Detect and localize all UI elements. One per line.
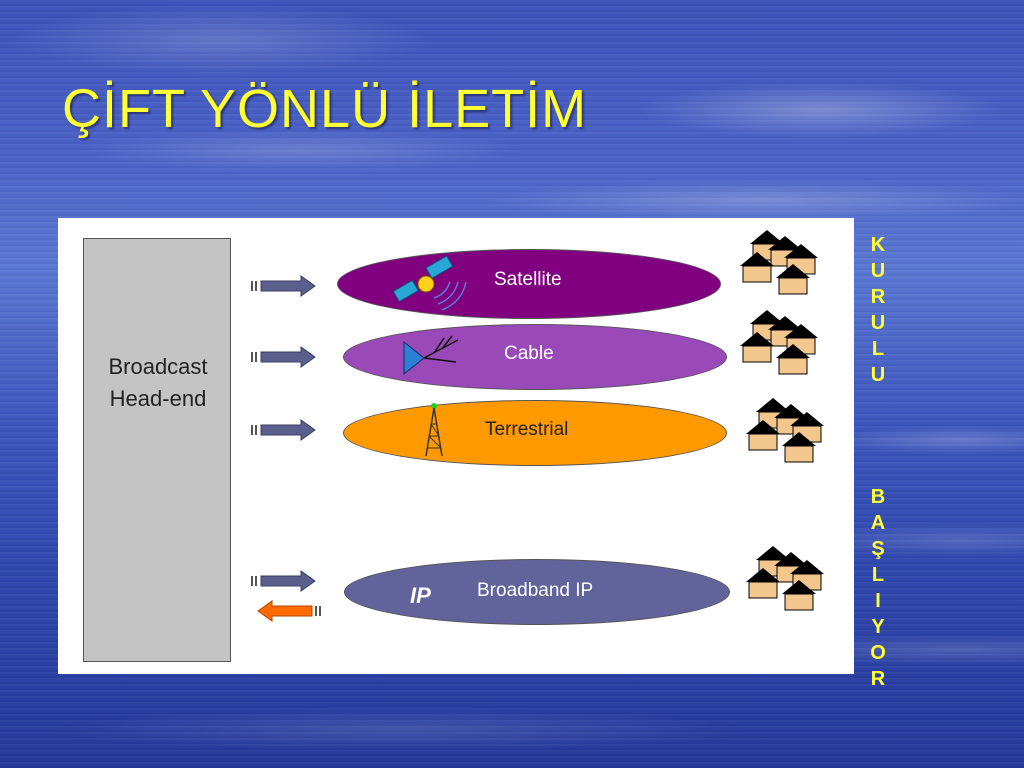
satellite-icon xyxy=(392,255,467,311)
diagram-graphics xyxy=(250,218,854,622)
letter: A xyxy=(870,512,886,534)
side-word-basliyor: B A Ş L I Y O R xyxy=(866,484,890,692)
satellite-arrow-icon xyxy=(250,275,316,297)
slide-title: ÇİFT YÖNLÜ İLETİM xyxy=(62,79,588,139)
side-word-kuruluyor: K U R U L U xyxy=(866,232,890,388)
headend-label-line1: Broadcast xyxy=(108,354,208,379)
letter: B xyxy=(870,486,886,508)
letter: L xyxy=(871,338,885,360)
headend-label: Broadcast Head-end xyxy=(84,351,232,415)
ip-badge: IP xyxy=(410,583,431,608)
cable-label: Cable xyxy=(504,343,554,364)
broadband-ip-ellipse xyxy=(344,559,730,625)
houses-satellite-icon xyxy=(740,230,818,294)
terrestrial-arrow-icon xyxy=(250,419,316,441)
letter: U xyxy=(870,364,886,386)
letter: Ş xyxy=(871,538,885,560)
broadcast-headend-box: Broadcast Head-end xyxy=(83,238,231,662)
houses-broadband-icon xyxy=(746,546,824,610)
letter: R xyxy=(870,286,886,308)
broadband-down-arrow-icon xyxy=(250,570,316,592)
cable-arrow-icon xyxy=(250,346,316,368)
headend-label-line2: Head-end xyxy=(109,386,207,411)
satellite-label: Satellite xyxy=(494,269,562,290)
broadband-ip-label: Broadband IP xyxy=(477,580,594,601)
terrestrial-ellipse xyxy=(343,400,727,466)
broadband-return-arrow-icon xyxy=(257,600,321,622)
letter: K xyxy=(870,234,886,256)
letter: I xyxy=(875,590,881,612)
houses-terrestrial-icon xyxy=(746,398,824,462)
diagram-panel: Broadcast Head-end Satellite Cable Terre… xyxy=(58,218,854,674)
letter: L xyxy=(871,564,885,586)
letter: R xyxy=(870,668,886,690)
satellite-ellipse xyxy=(337,249,721,319)
letter: O xyxy=(870,642,886,664)
letter: U xyxy=(870,260,886,282)
letter: U xyxy=(870,312,886,334)
houses-cable-icon xyxy=(740,310,818,374)
terrestrial-tower-icon xyxy=(425,403,443,457)
terrestrial-label: Terrestrial xyxy=(485,419,569,440)
cable-antenna-icon xyxy=(403,335,459,376)
letter: Y xyxy=(871,616,885,638)
